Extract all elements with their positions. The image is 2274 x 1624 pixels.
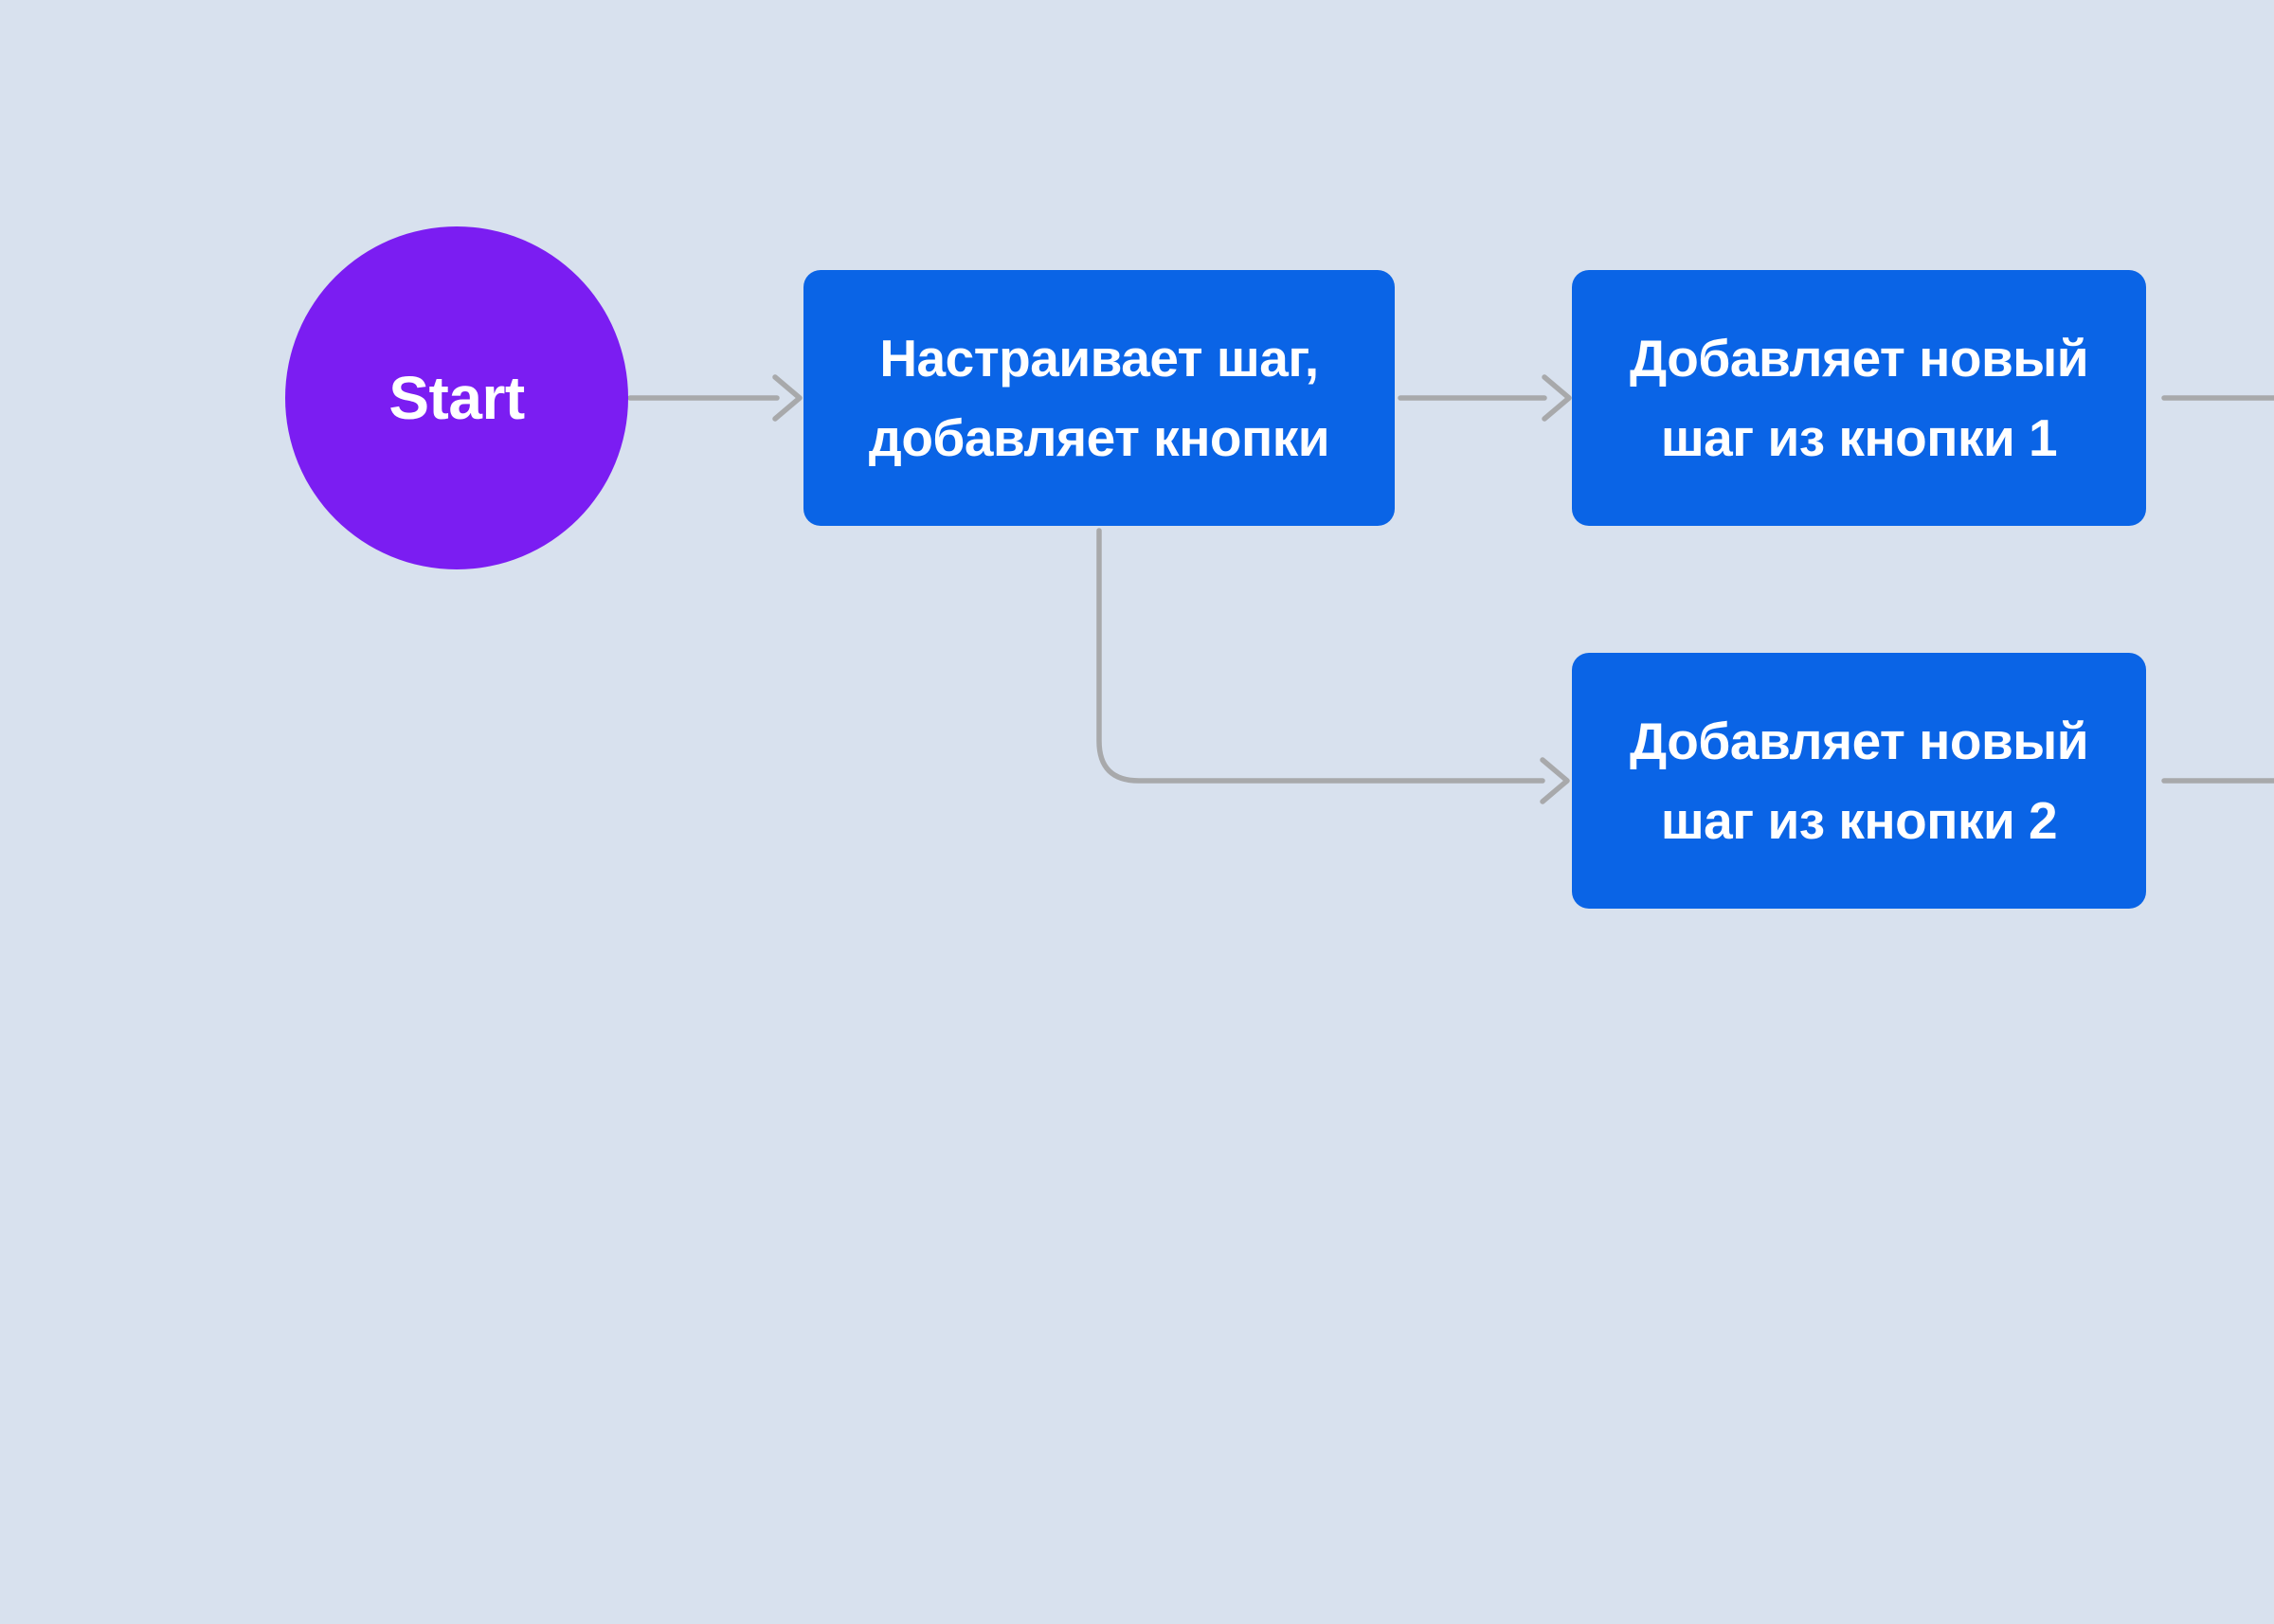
node-label-line: Добавляет новый [1629,329,2089,388]
node-label-line: Настраивает шаг, [879,329,1319,388]
arrowhead-icon [772,374,803,422]
connector-step1-to-step2[interactable] [1398,374,1572,422]
arrowhead-icon [1540,757,1570,804]
node-step-button2[interactable]: Добавляет новый шаг из кнопки 2 [1572,653,2146,909]
node-label-line: Добавляет новый [1629,712,2089,770]
node-step-button1[interactable]: Добавляет новый шаг из кнопки 1 [1572,270,2146,526]
connector-line[interactable] [1096,528,1545,784]
connector-start-to-step1[interactable] [627,374,803,422]
node-label-line: добавляет кнопки [868,408,1330,467]
node-label-line: шаг из кнопки 1 [1660,408,2058,467]
node-start[interactable]: Start [285,226,628,569]
node-step-configure[interactable]: Настраивает шаг, добавляет кнопки [803,270,1395,526]
node-label-line: шаг из кнопки 2 [1660,791,2058,850]
arrowhead-icon [1542,374,1572,422]
connector-step1-to-step3[interactable] [1096,528,1570,804]
node-start-label: Start [388,364,525,432]
